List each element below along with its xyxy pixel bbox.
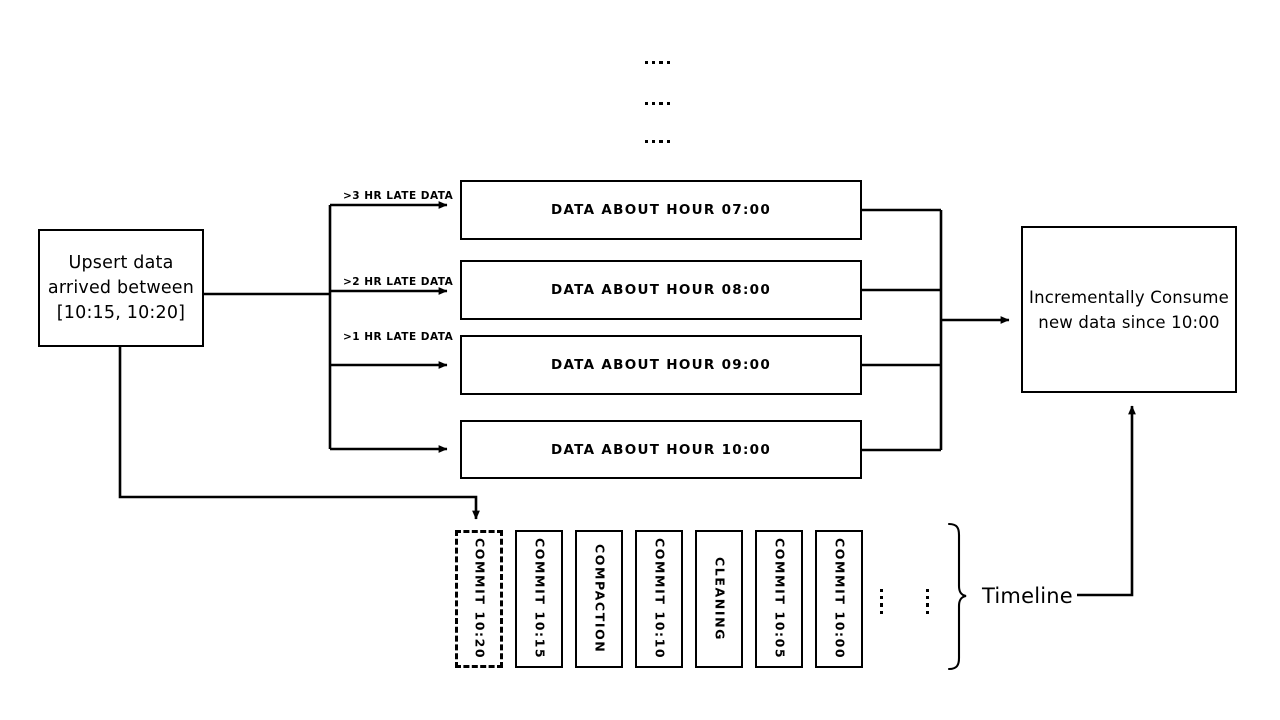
hour-partition-box-08[interactable]: DATA ABOUT HOUR 08:00 [460,260,862,320]
edge-label-late-1hr: >1 HR LATE DATA [343,331,454,343]
timeline-ellipsis-column-1 [880,589,884,614]
timeline-commit-label: CLEANING [712,557,728,641]
hour-partition-box-09[interactable]: DATA ABOUT HOUR 09:00 [460,335,862,395]
incremental-consumer-box[interactable]: Incrementally Consume new data since 10:… [1021,226,1237,393]
timeline-commit-box-1000[interactable]: COMMIT 10:00 [815,530,863,668]
timeline-commit-box-1015[interactable]: COMMIT 10:15 [515,530,563,668]
timeline-ellipsis-column-2 [926,589,930,614]
edge-timeline-to-consumer [1077,405,1136,597]
timeline-commit-box-1005[interactable]: COMMIT 10:05 [755,530,803,668]
timeline-commit-label: COMPACTION [592,544,608,654]
upsert-source-text: Upsert data arrived between [10:15, 10:2… [47,252,195,323]
top-ellipsis-row-3 [645,140,670,144]
incremental-consumer-text: Incrementally Consume new data since 10:… [1029,287,1229,332]
hour-partition-label: DATA ABOUT HOUR 10:00 [550,441,772,458]
timeline-label: Timeline [982,584,1073,608]
hour-partition-box-07[interactable]: DATA ABOUT HOUR 07:00 [460,180,862,240]
timeline-cleaning-box[interactable]: CLEANING [695,530,743,668]
hour-partition-label: DATA ABOUT HOUR 07:00 [550,202,772,218]
timeline-commit-box-1010[interactable]: COMMIT 10:10 [635,530,683,668]
edge-label-late-2hr: >2 HR LATE DATA [343,276,454,288]
hour-partition-label: DATA ABOUT HOUR 08:00 [550,282,772,298]
edge-source-to-commit [118,347,480,520]
timeline-commit-box-1020[interactable]: COMMIT 10:20 [455,530,503,668]
timeline-commit-label: COMMIT 10:10 [652,538,668,660]
timeline-commit-label: COMMIT 10:00 [832,538,848,660]
upsert-source-box[interactable]: Upsert data arrived between [10:15, 10:2… [38,229,204,347]
top-ellipsis-row-1 [645,61,670,65]
hour-partition-box-10[interactable]: DATA ABOUT HOUR 10:00 [460,420,862,479]
timeline-commit-label: COMMIT 10:15 [532,538,548,660]
hour-partition-label: DATA ABOUT HOUR 09:00 [550,357,772,373]
top-ellipsis-row-2 [645,102,670,106]
timeline-commit-label: COMMIT 10:20 [472,538,488,660]
edge-label-late-3hr: >3 HR LATE DATA [343,190,454,202]
timeline-compaction-box[interactable]: COMPACTION [575,530,623,668]
timeline-commit-label: COMMIT 10:05 [772,538,788,660]
timeline-brace [947,522,967,671]
